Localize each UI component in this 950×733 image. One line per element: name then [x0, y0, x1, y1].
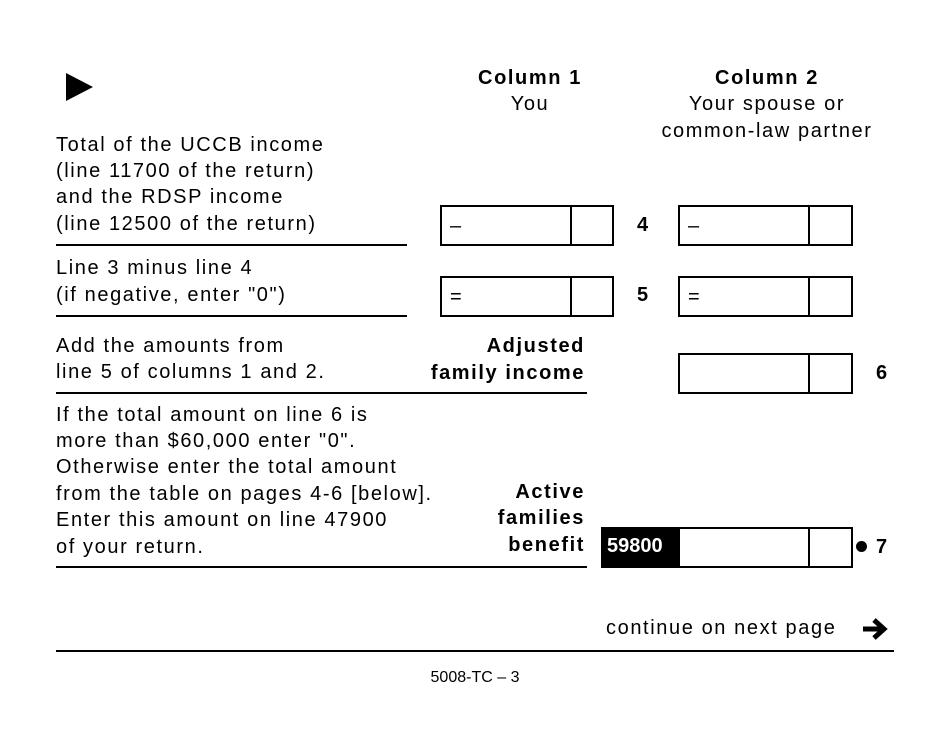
column-2-title: Column 2: [715, 67, 819, 89]
line5-col2-input[interactable]: =: [678, 276, 853, 317]
active-families-benefit-label-3: benefit: [508, 534, 585, 556]
arrow-right-icon: [863, 618, 888, 640]
line4-number: 4: [637, 214, 649, 236]
line6-input[interactable]: [678, 353, 853, 394]
line7-number: 7: [876, 536, 888, 558]
line7-text-3: Otherwise enter the total amount: [56, 456, 398, 478]
line4-col2-input[interactable]: –: [678, 205, 853, 246]
column-1-title: Column 1: [478, 67, 582, 89]
line6-text-2: line 5 of columns 1 and 2.: [56, 361, 326, 383]
line5-number: 5: [637, 284, 649, 306]
bullet-icon: [856, 541, 867, 552]
line7-text-4: from the table on pages 4-6 [below].: [56, 483, 433, 505]
column-2-subtitle-line2: common-law partner: [661, 120, 873, 142]
line4-text-2: (line 11700 of the return): [56, 160, 316, 182]
line4-rule: [56, 244, 407, 246]
line7-text-6: of your return.: [56, 536, 205, 558]
line4-col1-input[interactable]: –: [440, 205, 614, 246]
continue-on-next-page: continue on next page: [606, 617, 837, 639]
line4-text-1: Total of the UCCB income: [56, 134, 325, 156]
line7-input[interactable]: [678, 527, 853, 568]
line6-text-1: Add the amounts from: [56, 335, 285, 357]
minus-symbol: –: [688, 215, 700, 237]
active-families-benefit-label-2: families: [497, 507, 585, 529]
line4-text-3: and the RDSP income: [56, 186, 284, 208]
equals-symbol: =: [688, 286, 700, 308]
page-identifier: 5008-TC – 3: [430, 669, 520, 686]
adjusted-family-income-label-2: family income: [430, 362, 585, 384]
line6-number: 6: [876, 362, 888, 384]
footer-rule: [56, 650, 894, 652]
line7-text-1: If the total amount on line 6 is: [56, 404, 369, 426]
play-arrow-icon: [66, 73, 93, 101]
line6-rule: [56, 392, 587, 394]
line5-col1-input[interactable]: =: [440, 276, 614, 317]
line5-text-2: (if negative, enter "0"): [56, 284, 287, 306]
line7-rule: [56, 566, 587, 568]
line-code-59800: 59800: [601, 527, 679, 568]
line5-text-1: Line 3 minus line 4: [56, 257, 254, 279]
column-1-subtitle: You: [510, 93, 550, 115]
column-2-subtitle-line1: Your spouse or: [688, 93, 846, 115]
line7-text-5: Enter this amount on line 47900: [56, 509, 389, 531]
minus-symbol: –: [450, 215, 462, 237]
line7-text-2: more than $60,000 enter "0".: [56, 430, 357, 452]
adjusted-family-income-label-1: Adjusted: [486, 335, 585, 357]
line4-text-4: (line 12500 of the return): [56, 213, 317, 235]
active-families-benefit-label-1: Active: [515, 481, 585, 503]
equals-symbol: =: [450, 286, 462, 308]
line5-rule: [56, 315, 407, 317]
